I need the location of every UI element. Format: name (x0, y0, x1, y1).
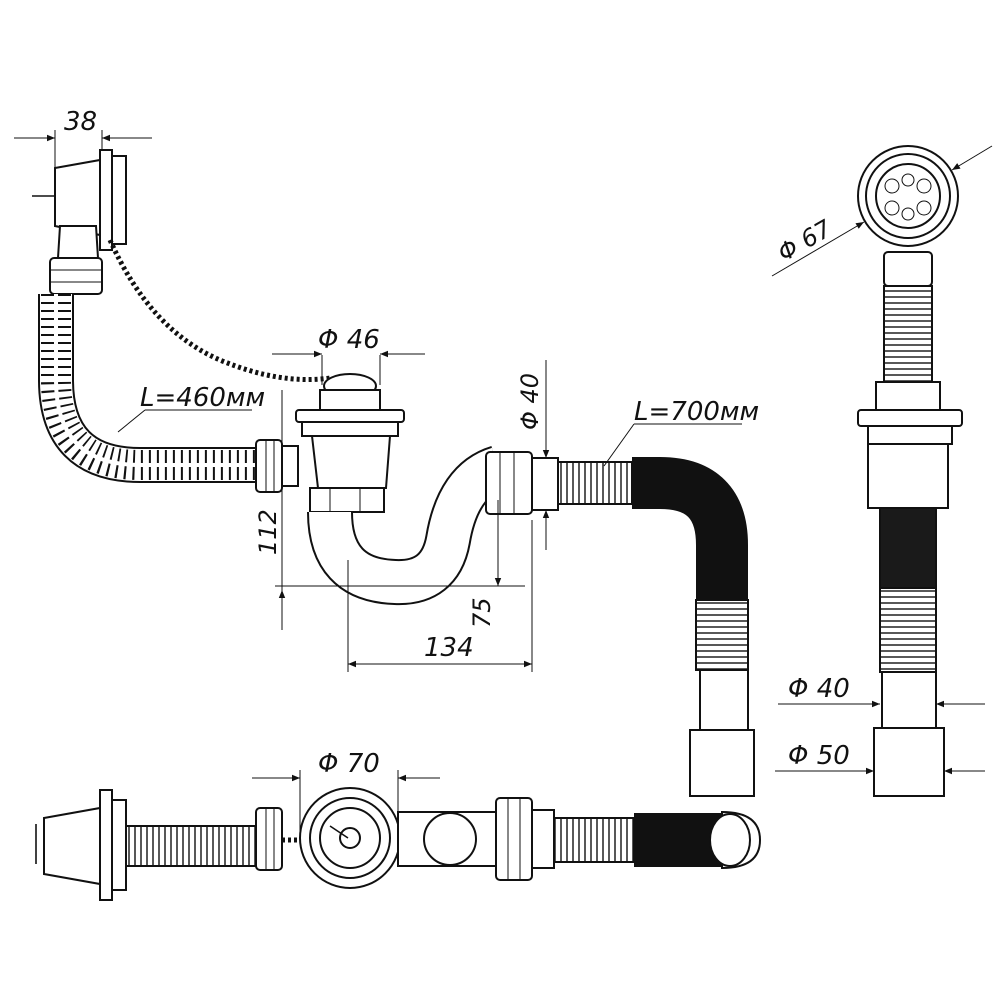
dim-inlet-40: Φ 40 (516, 360, 552, 550)
dim-outlet-46: Φ 46 (272, 325, 425, 385)
grate (857, 145, 959, 247)
label-l700: L=700мм (634, 397, 759, 427)
overflow-nut (49, 257, 103, 295)
label-134: 134 (424, 633, 474, 663)
label-d40-pipe: Φ 40 (788, 674, 850, 704)
dim-top-70: Φ 70 (252, 749, 440, 838)
s-trap (307, 445, 506, 606)
label-d67: Φ 67 (773, 214, 837, 267)
drain-outlet (295, 373, 405, 513)
dim-hose-460: L=460мм (117, 383, 265, 433)
side-view: 38 L=460мм Φ 46 112 75 (14, 107, 759, 797)
label-d46: Φ 46 (318, 325, 380, 355)
hose-nut-left (255, 439, 299, 493)
dim-width-134: 134 (347, 520, 533, 672)
drain-top (299, 787, 401, 889)
label-l460: L=460мм (140, 383, 265, 413)
label-75: 75 (468, 597, 496, 628)
dim-height-75: 75 (468, 500, 502, 628)
dim-overflow-width: 38 (14, 107, 152, 168)
corrugated-hose-460 (38, 294, 258, 483)
dim-height-112: 112 (254, 390, 525, 630)
label-d70: Φ 70 (318, 749, 380, 779)
label-38: 38 (64, 107, 97, 137)
corrugated-hose-700 (557, 457, 755, 797)
dim-hose-700: L=700мм (603, 397, 759, 467)
outlet-nut-right (485, 451, 559, 515)
front-view: Φ 67 Φ 40 Φ 50 (771, 145, 993, 797)
dim-pipe-50: Φ 50 (775, 741, 985, 775)
label-112: 112 (254, 509, 282, 555)
overflow-top (35, 789, 127, 901)
plug-chain (107, 238, 331, 382)
label-d50: Φ 50 (788, 741, 850, 771)
top-view: Φ 70 (35, 749, 762, 901)
dim-pipe-40: Φ 40 (778, 674, 985, 708)
overflow-fitting (32, 149, 127, 259)
label-d40-inlet: Φ 40 (516, 373, 544, 430)
